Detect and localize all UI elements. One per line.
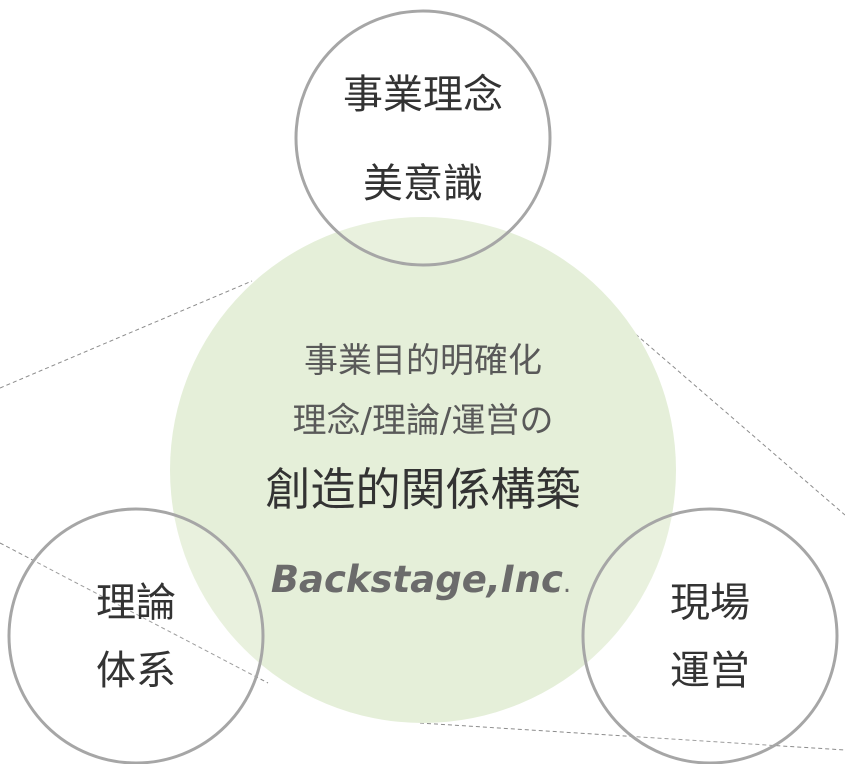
center-headline: 創造的関係構築: [265, 463, 580, 516]
left-circle-line1: 理論: [96, 580, 176, 626]
top-circle: [294, 9, 552, 267]
company-name-dot: .: [563, 569, 571, 599]
company-name: Backstage,Inc: [271, 558, 563, 601]
dashed-line-lower-left: [0, 542, 269, 684]
left-circle-line2: 体系: [96, 648, 176, 694]
right-circle-line1: 現場: [670, 580, 750, 626]
center-line1: 事業目的明確化: [304, 341, 542, 381]
dashed-line-upper-left: [0, 280, 253, 389]
left-circle: [7, 507, 265, 764]
top-circle-line2: 美意識: [363, 161, 483, 207]
center-circle: [170, 217, 676, 723]
top-circle-line1: 事業理念: [343, 72, 503, 118]
right-circle: [581, 507, 839, 764]
right-circle-line2: 運営: [670, 648, 750, 694]
center-line2: 理念/理論/運営の: [293, 401, 554, 441]
company-logo-text: Backstage,Inc.: [271, 558, 571, 601]
